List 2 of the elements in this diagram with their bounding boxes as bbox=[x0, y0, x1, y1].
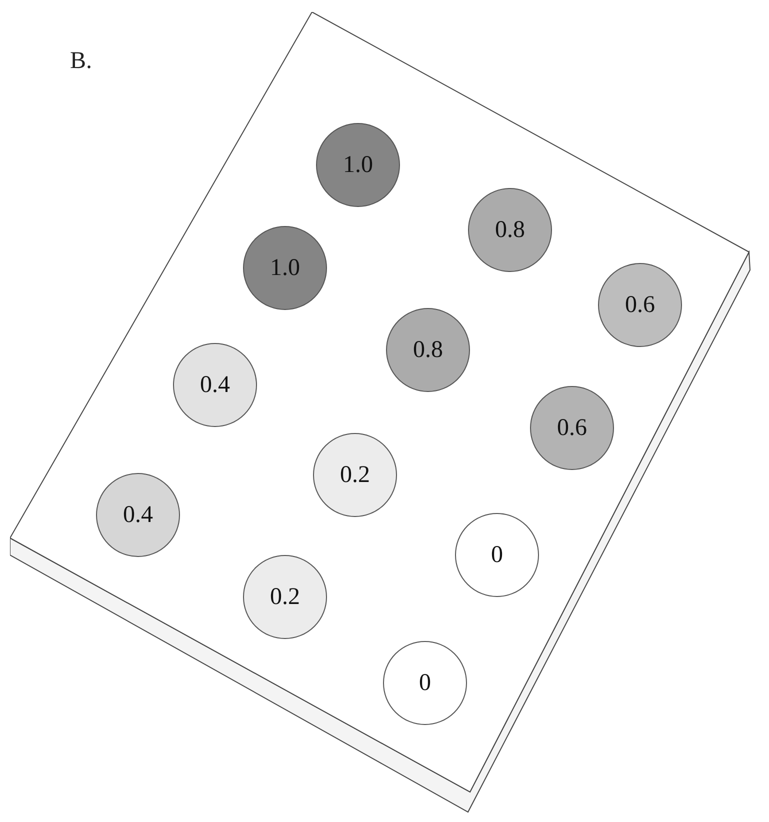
panel-label: B. bbox=[70, 48, 92, 75]
plate bbox=[10, 12, 752, 814]
